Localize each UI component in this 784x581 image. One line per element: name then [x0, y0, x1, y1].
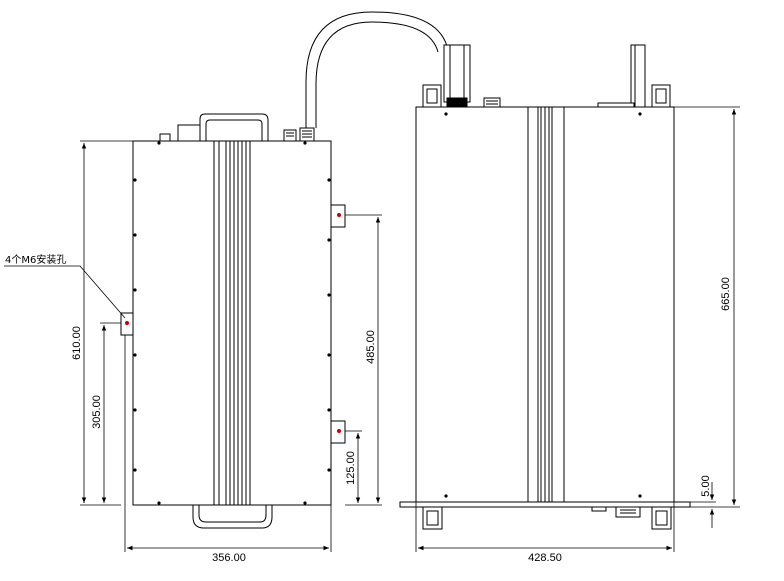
- mounting-holes-note: 4个M6安装孔: [5, 253, 66, 266]
- base-plate: [399, 501, 691, 508]
- heatsink-fins: [213, 141, 251, 505]
- bottom-foot-left: [422, 506, 443, 530]
- dim-base-plate: 5.00: [700, 475, 712, 496]
- screw-dots-left: [133, 141, 331, 505]
- top-foot-left: [422, 84, 442, 108]
- dim-left-height: 610.00: [71, 326, 83, 360]
- fiber-cable: [305, 11, 449, 128]
- left-body: [132, 140, 332, 506]
- dim-bracket-bottom: 125.00: [345, 451, 357, 485]
- right-gland: [483, 97, 501, 108]
- top-foot-right: [651, 84, 671, 108]
- right-unit-view: [399, 44, 691, 530]
- screw-dots-right: [444, 112, 642, 498]
- dim-left-hole-height: 305.00: [91, 395, 103, 429]
- dim-right-height: 665.00: [720, 277, 732, 311]
- bottom-handle: [192, 505, 273, 529]
- top-handle: [159, 113, 269, 142]
- dimension-lines: [4, 106, 740, 552]
- mounting-hole-markers: [125, 213, 341, 433]
- fiber-output: [443, 44, 471, 103]
- guide-rod: [630, 44, 646, 108]
- cable-glands: [283, 127, 315, 142]
- dim-right-width: 428.50: [528, 552, 562, 564]
- dim-bracket-spacing: 485.00: [365, 330, 377, 364]
- dim-left-width: 356.00: [212, 552, 246, 564]
- bottom-connector: [615, 506, 641, 518]
- bottom-foot-right: [651, 506, 672, 530]
- left-unit-view: [120, 11, 449, 529]
- right-heatsink-fins: [527, 107, 565, 502]
